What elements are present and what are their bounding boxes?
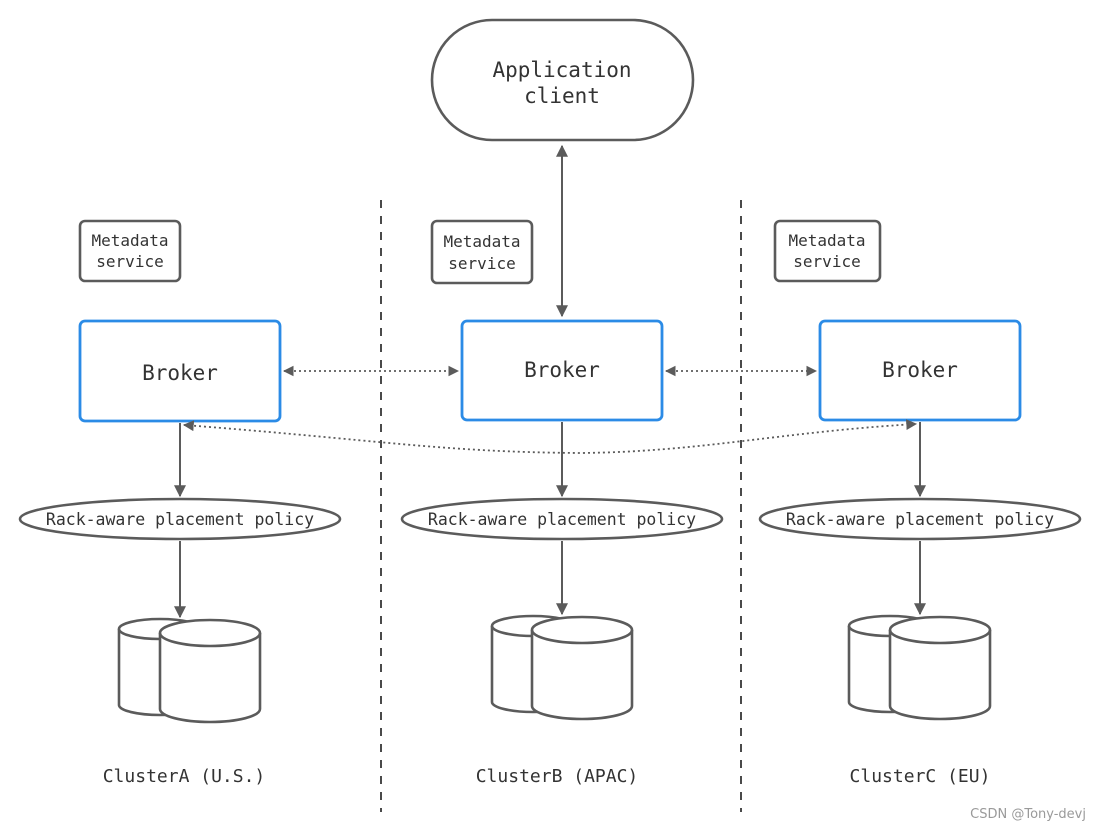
policy-label: Rack-aware placement policy xyxy=(428,510,696,529)
broker-b: Broker xyxy=(460,319,664,422)
broker-label: Broker xyxy=(882,358,958,382)
metadata-label-line1: Metadata xyxy=(443,232,520,251)
storage-cylinders-a xyxy=(117,617,262,724)
storage-cylinders-b xyxy=(490,614,634,721)
cluster-label: ClusterA (U.S.) xyxy=(103,766,266,787)
metadata-label-line2: service xyxy=(448,254,515,273)
watermark-text: CSDN @Tony-devj xyxy=(970,807,1086,822)
metadata-label-line1: Metadata xyxy=(91,231,168,250)
cluster-c: Metadata service Broker Rack-aware place… xyxy=(758,219,1082,787)
cluster-a: Metadata service Broker Rack-aware place… xyxy=(18,219,342,787)
application-client-node: Application client xyxy=(430,18,695,142)
cluster-b: Metadata service Broker Rack-aware place… xyxy=(400,219,724,787)
application-client-label-line2: client xyxy=(524,84,600,108)
cluster-label: ClusterC (EU) xyxy=(850,766,991,787)
broker-a: Broker xyxy=(78,319,282,423)
placement-policy-a: Rack-aware placement policy xyxy=(18,497,342,541)
metadata-label-line2: service xyxy=(793,252,860,271)
broker-label: Broker xyxy=(142,361,218,385)
broker-a-c-replication xyxy=(182,419,918,454)
storage-cylinders-c xyxy=(847,614,992,721)
metadata-label-line2: service xyxy=(96,252,163,271)
policy-label: Rack-aware placement policy xyxy=(786,510,1054,529)
broker-c: Broker xyxy=(818,319,1022,422)
metadata-label-line1: Metadata xyxy=(788,231,865,250)
broker-label: Broker xyxy=(524,358,600,382)
metadata-service-a: Metadata service xyxy=(78,219,182,283)
metadata-service-b: Metadata service xyxy=(430,219,534,285)
metadata-service-c: Metadata service xyxy=(773,219,882,283)
policy-label: Rack-aware placement policy xyxy=(46,510,314,529)
placement-policy-c: Rack-aware placement policy xyxy=(758,497,1082,541)
placement-policy-b: Rack-aware placement policy xyxy=(400,497,724,541)
cluster-label: ClusterB (APAC) xyxy=(476,766,639,787)
application-client-label-line1: Application xyxy=(492,58,631,82)
